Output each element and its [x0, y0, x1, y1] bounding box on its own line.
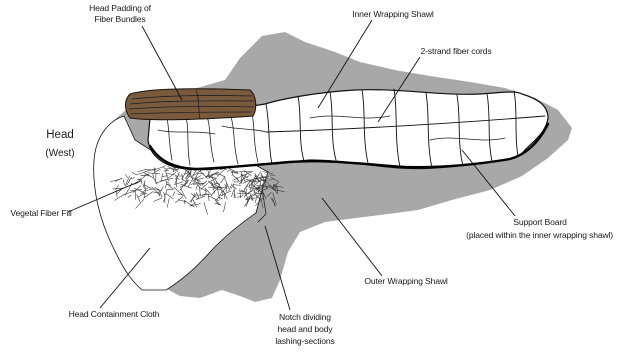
label-notch-line1: Notch dividing [279, 312, 331, 322]
label-head-containment-cloth: Head Containment Cloth [69, 309, 160, 319]
label-notch-line3: lashing-sections [275, 336, 334, 346]
label-head-padding-line2: Fiber Bundles [94, 14, 145, 24]
label-head: Head [46, 129, 74, 141]
label-support-board-note: (placed within the inner wrapping shawl) [466, 230, 613, 240]
leader-head-padding [142, 26, 182, 100]
label-notch-line2: head and body [278, 324, 334, 334]
label-head-direction: (West) [45, 148, 74, 159]
label-head-padding-line1: Head Padding of [89, 3, 152, 13]
label-vegetal-fiber-fill: Vegetal Fiber Fill [10, 208, 72, 218]
label-inner-wrapping-shawl: Inner Wrapping Shawl [352, 9, 434, 19]
head-padding [126, 89, 256, 120]
label-fiber-cords: 2-strand fiber cords [420, 46, 491, 56]
label-outer-wrapping-shawl: Outer Wrapping Shawl [364, 276, 448, 286]
label-support-board: Support Board [513, 217, 567, 227]
